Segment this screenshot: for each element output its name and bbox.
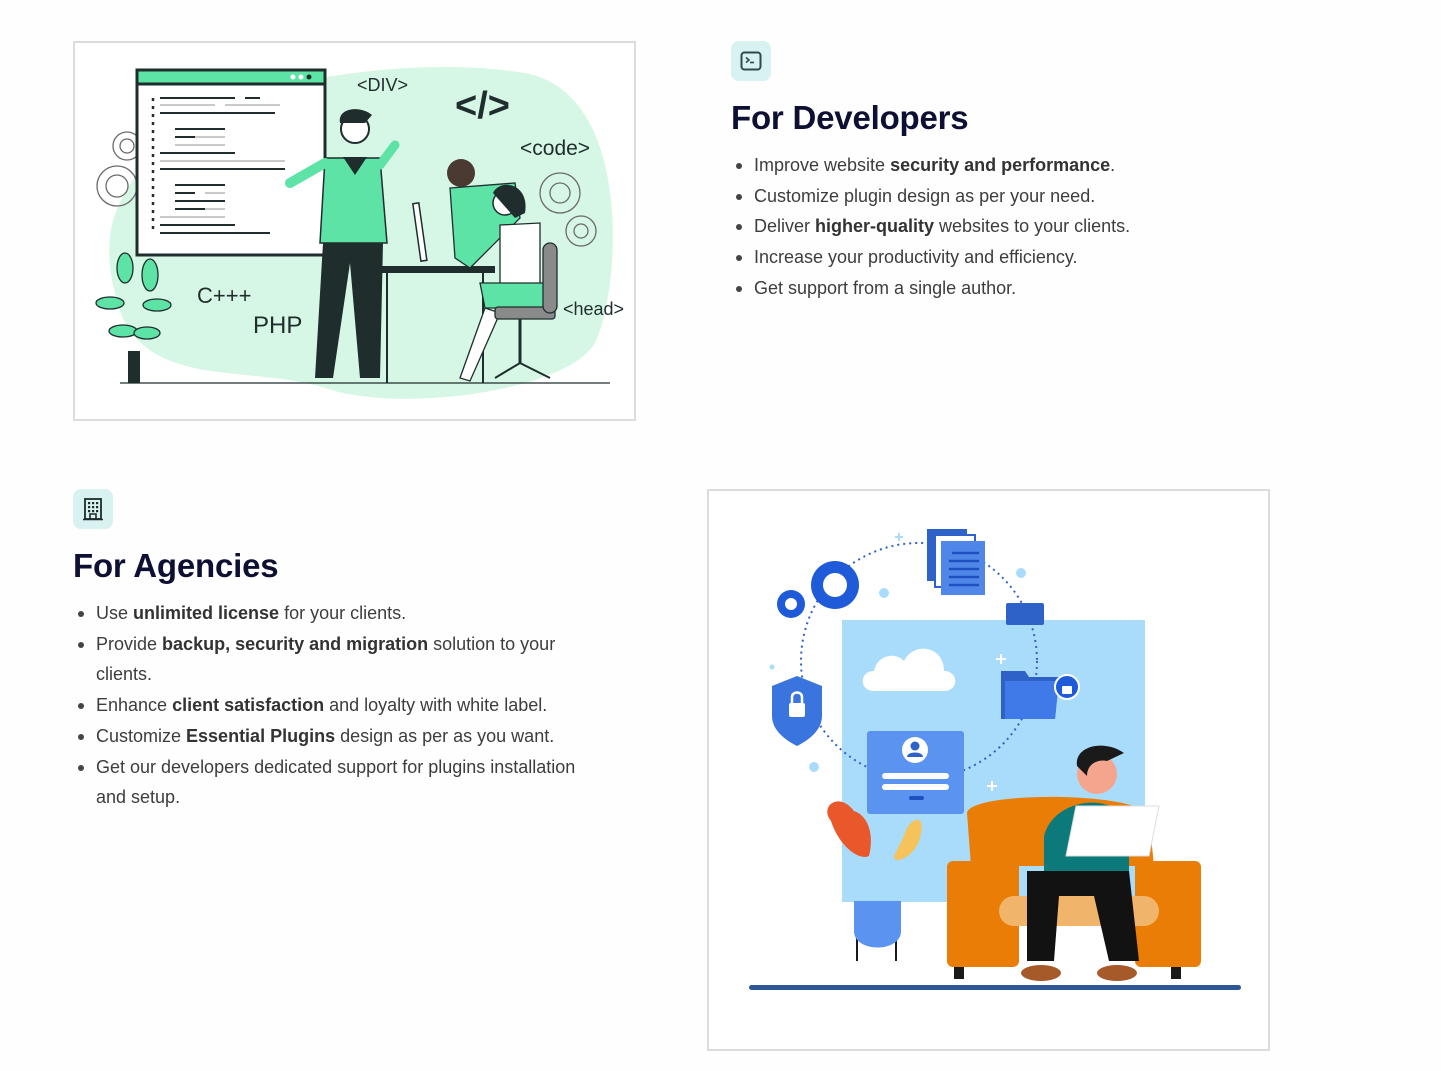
- list-item: Use unlimited license for your clients.: [73, 598, 633, 629]
- agencies-scene: [749, 529, 1241, 990]
- svg-text:C+++: C+++: [197, 283, 251, 308]
- list-item: Increase your productivity and efficienc…: [731, 242, 1291, 273]
- developers-feature-list: Improve website security and performance…: [731, 150, 1291, 304]
- list-item: Enhance client satisfaction and loyalty …: [73, 690, 633, 721]
- list-item: Improve website security and performance…: [731, 150, 1291, 181]
- developers-section: For Developers Improve website security …: [731, 41, 1291, 304]
- developers-scene: <DIV> </> <code> C+++ PHP <head>: [95, 67, 624, 399]
- agencies-heading: For Agencies: [73, 547, 279, 584]
- svg-text:<code>: <code>: [520, 137, 590, 160]
- list-item: Customize Essential Plugins design as pe…: [73, 721, 633, 752]
- agencies-illustration: [707, 489, 1270, 1051]
- svg-text:<DIV>: <DIV>: [357, 75, 408, 95]
- terminal-icon: [731, 41, 771, 81]
- svg-text:<head>: <head>: [563, 299, 624, 319]
- list-item: Deliver higher-quality websites to your …: [731, 211, 1291, 242]
- svg-text:PHP: PHP: [253, 312, 302, 339]
- list-item: Provide backup, security and migration s…: [73, 629, 633, 690]
- list-item: Get our developers dedicated support for…: [73, 752, 633, 813]
- developers-illustration: <DIV> </> <code> C+++ PHP <head>: [73, 41, 636, 421]
- developers-heading: For Developers: [731, 99, 969, 136]
- svg-text:</>: </>: [455, 85, 510, 127]
- building-icon: [73, 489, 113, 529]
- agencies-feature-list: Use unlimited license for your clients. …: [73, 598, 633, 813]
- list-item: Customize plugin design as per your need…: [731, 181, 1291, 212]
- agencies-section: For Agencies Use unlimited license for y…: [73, 489, 633, 813]
- list-item: Get support from a single author.: [731, 273, 1291, 304]
